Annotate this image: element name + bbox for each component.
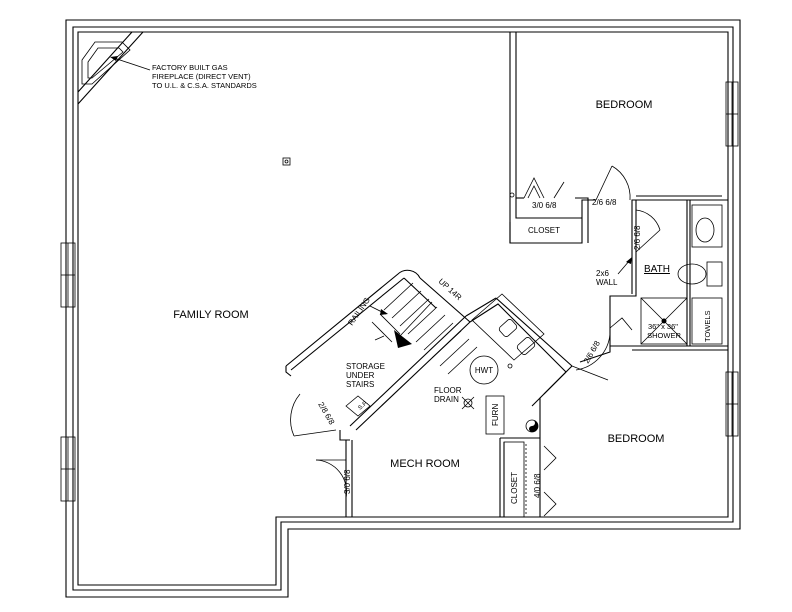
room-label-closet-upper: CLOSET	[528, 226, 560, 235]
room-label-mech-room: MECH ROOM	[390, 458, 460, 470]
wall-2x6-note: 2x6 WALL	[596, 269, 618, 287]
bath-wall-stub	[609, 317, 633, 331]
closet-rod-icon	[509, 192, 515, 198]
furn-label: FURN	[491, 404, 500, 426]
door-label-bedroom-lower: 2/6 6/8	[582, 339, 602, 365]
bedroom-lower-walls	[579, 346, 611, 363]
door-label-storage: 2/8 6/8	[316, 401, 336, 427]
bedroom-lower-door	[571, 333, 611, 381]
storage-walls	[285, 366, 350, 441]
bath-door	[635, 209, 661, 253]
room-label-family-room: FAMILY ROOM	[173, 309, 248, 321]
stair-treads	[371, 282, 478, 375]
closet-shelf	[503, 441, 525, 518]
window-left-lower	[60, 436, 76, 502]
sump-pit-icon	[345, 395, 371, 417]
wall-2x6-leader	[617, 257, 632, 275]
storage-note: STORAGE UNDER STAIRS	[346, 362, 387, 389]
towels-label: TOWELS	[703, 310, 712, 342]
exterior-walls	[65, 19, 741, 598]
door-label-upper-closet: 3/0 6/8	[532, 201, 557, 210]
lower-closet-door	[525, 444, 557, 517]
sump-pump-icon	[525, 419, 539, 433]
furnace-icon	[485, 395, 505, 435]
floor-drain-note: FLOOR DRAIN	[434, 386, 464, 404]
hwt-icon	[469, 355, 499, 385]
ceiling-fixture-icon	[282, 157, 291, 166]
railing-note: RAILING	[346, 296, 372, 327]
sink-icon	[691, 204, 723, 248]
hwt-label: HWT	[475, 366, 493, 375]
door-label-lower-closet: 4/0 6/8	[533, 473, 542, 498]
room-label-bedroom-upper: BEDROOM	[596, 99, 653, 111]
fireplace-leader	[110, 56, 151, 71]
room-label-bath: BATH	[644, 264, 670, 275]
room-label-closet-lower: CLOSET	[510, 472, 519, 504]
floor-drain-icon	[461, 396, 475, 410]
mech-door	[315, 459, 347, 499]
sump-pit-label: S.P.	[357, 400, 369, 412]
toilet-icon	[677, 261, 723, 287]
fireplace-note: FACTORY BUILT GAS FIREPLACE (DIRECT VENT…	[152, 63, 257, 90]
window-left-upper	[60, 242, 76, 308]
window-right-upper	[725, 81, 739, 147]
door-label-bath: 2/6 6/8	[633, 225, 642, 250]
mech-room-walls	[345, 297, 573, 517]
towel-cabinet	[691, 297, 723, 345]
door-label-bedroom-upper: 2/6 6/8	[592, 198, 617, 207]
storage-door	[290, 393, 337, 437]
stairs-up-note: UP 14R	[437, 277, 464, 302]
railing	[369, 305, 388, 341]
stair-arrow-icon	[394, 301, 433, 348]
shower-icon	[640, 297, 688, 345]
shower-label: 36" x 36" SHOWER	[647, 322, 681, 340]
laundry-appliances	[471, 293, 545, 369]
bedroom-upper-door	[595, 165, 631, 201]
fireplace-icon	[77, 31, 144, 105]
window-right-lower	[725, 371, 739, 437]
stair-walls	[285, 269, 471, 431]
door-label-mech: 3/0 6/8	[343, 469, 352, 494]
upper-closet-door	[523, 177, 565, 199]
room-label-bedroom-lower: BEDROOM	[608, 433, 665, 445]
upper-bedroom-walls	[509, 32, 728, 244]
